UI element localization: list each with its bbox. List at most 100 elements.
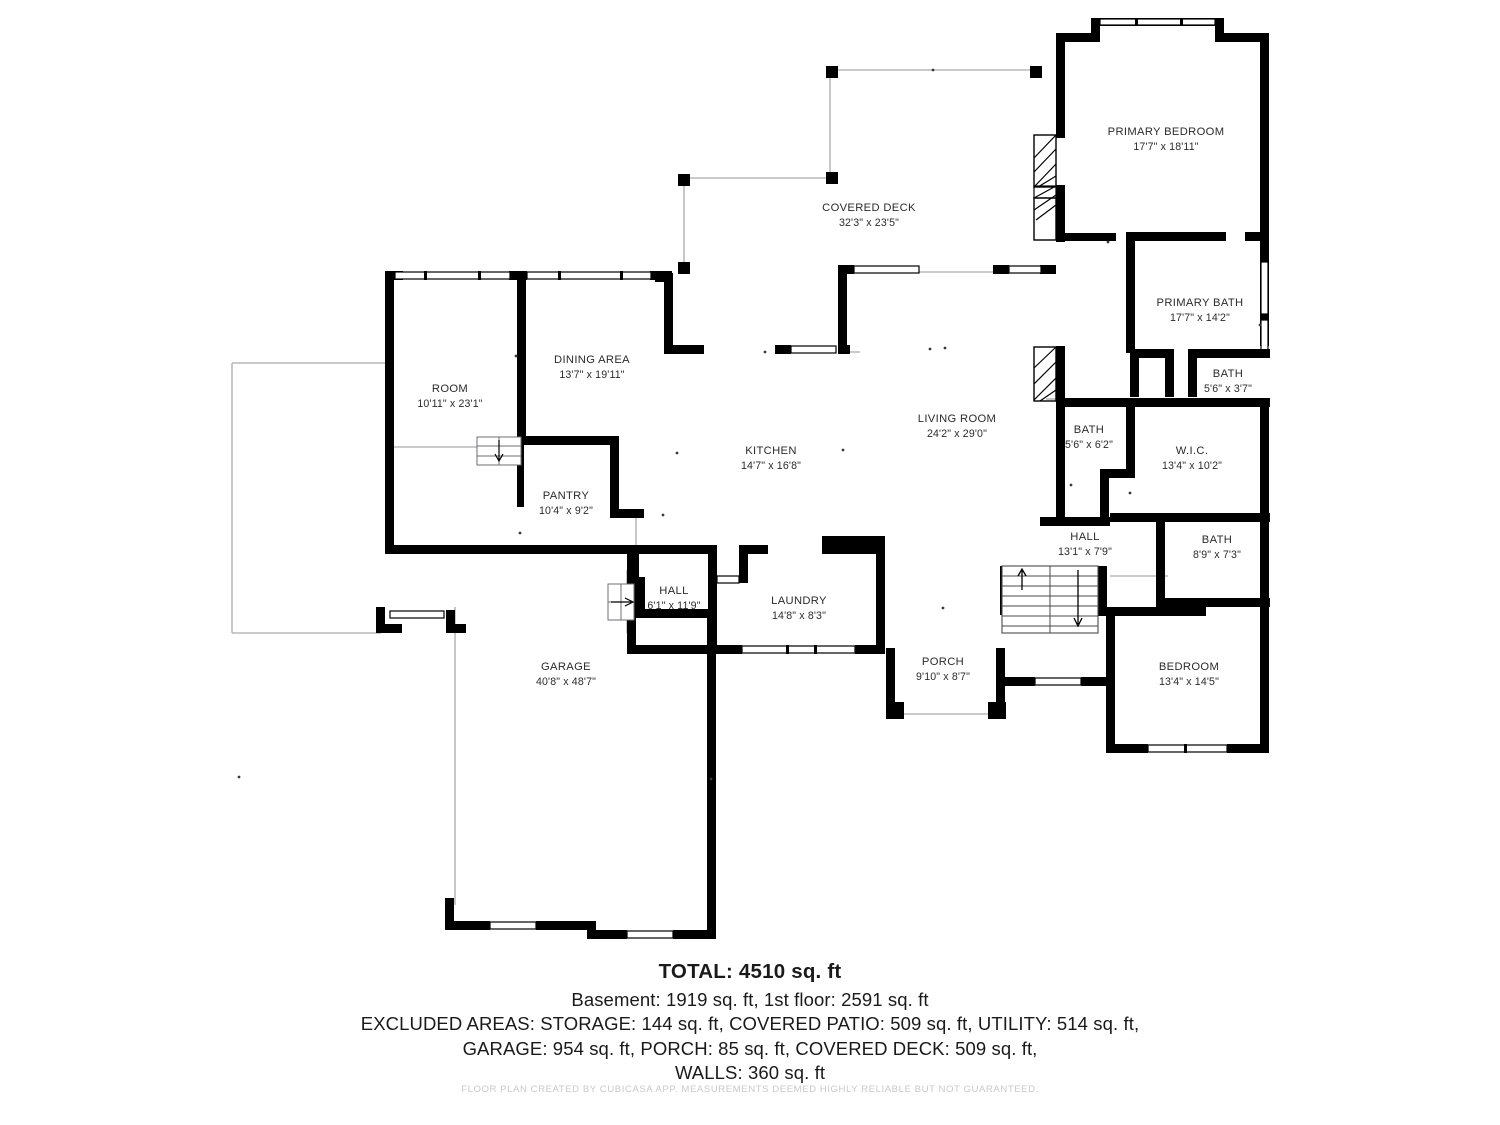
wall-kitchen-n-low (664, 345, 704, 354)
wall-stair-east (1098, 566, 1107, 608)
wall-primary-bed-top-right-stub (1215, 18, 1224, 40)
window-porch-east (1034, 677, 1082, 686)
wall-dining-n-right (650, 271, 672, 280)
wall-hall-e-stub2 (1195, 598, 1204, 614)
stairs-west (476, 436, 522, 466)
wall-dining-divider (517, 271, 526, 444)
window-dining-north (526, 271, 652, 280)
thin-outline-group (231, 69, 1168, 905)
excluded-areas-line-1: EXCLUDED AREAS: STORAGE: 144 sq. ft, COV… (360, 1013, 1140, 1035)
measure-dots (237, 68, 1262, 781)
wall-living-n-mid (993, 265, 1009, 274)
wall-porch-west (886, 648, 895, 706)
wall-hallbath-north (1056, 398, 1136, 407)
wall-smallbath-top (1188, 349, 1270, 358)
area-summary: TOTAL: 4510 sq. ft Basement: 1919 sq. ft… (0, 960, 1500, 1086)
wall-garage-sw (445, 898, 454, 930)
wall-garage-s-r2 (587, 930, 627, 939)
wall-primary-bed-west (1056, 33, 1065, 138)
deck-post-ne (1030, 66, 1042, 78)
excluded-areas-line-2: GARAGE: 954 sq. ft, PORCH: 85 sq. ft, CO… (462, 1037, 1038, 1059)
wall-laundry-n-right (748, 545, 768, 554)
deck-post-w (678, 174, 690, 186)
wall-hallbath-west (1056, 346, 1065, 476)
window-primary-bath-east-1 (1260, 261, 1269, 315)
window-garage-north (389, 610, 445, 619)
wall-kitchen-n-left (775, 345, 791, 354)
wall-bedroom-south-r (1227, 744, 1269, 753)
wall-wc-west (1130, 349, 1139, 397)
window-garage-south-1 (489, 921, 537, 930)
wall-pantry-s (385, 545, 635, 554)
floor-plan-svg (231, 18, 1270, 939)
wall-garage-east (707, 610, 716, 932)
wall-hallbath-stub-s (1100, 469, 1135, 478)
wall-bedroom-west (1106, 607, 1115, 752)
wall-room-west-lower (385, 356, 394, 554)
wall-bath3-east (1260, 522, 1269, 610)
wall-wc-east (1165, 349, 1174, 397)
window-garage-south-2 (626, 930, 674, 939)
wall-garage-n-l (376, 624, 402, 633)
wall-pantry-north (517, 436, 619, 445)
primary-bed-closet-hatch (1033, 134, 1057, 241)
window-laundry-south (741, 645, 856, 654)
wall-wic-east (1260, 407, 1269, 517)
disclaimer-text: FLOOR PLAN CREATED BY CUBICASA APP. MEAS… (461, 1084, 1039, 1095)
stairs-hallwest (607, 583, 635, 621)
wall-hallbath-corner (1100, 469, 1109, 517)
wall-garage-ne-post2 (446, 610, 455, 633)
deck-post-nw (826, 66, 838, 78)
wall-bedroom-north (1106, 607, 1206, 616)
wall-laundry-east (876, 536, 885, 648)
wall-laundry-n-left (680, 545, 716, 554)
wall-primary-bath-west (1126, 241, 1135, 353)
wall-primary-bath-top-right (1245, 232, 1269, 241)
window-bedroom-south (1147, 744, 1228, 753)
walls-area-line: WALLS: 360 sq. ft (674, 1062, 826, 1084)
wall-primary-bed-east (1260, 33, 1269, 238)
total-area-label: TOTAL: 4510 sq. ft (658, 960, 842, 983)
wall-laundry-s-right (855, 645, 885, 654)
wall-primary-bed-upper-left (1056, 33, 1100, 42)
wall-bath3-south (1202, 598, 1270, 607)
deck-post-mid (826, 172, 838, 184)
wall-primary-bed-upper-right (1215, 33, 1269, 42)
wall-hallw-divider2 (739, 545, 748, 583)
wall-hall-east-wall (1156, 522, 1165, 606)
window-primary-bedroom-top (1099, 18, 1216, 26)
wall-kitchen-nw (664, 273, 673, 353)
wall-hallw-north (627, 545, 687, 554)
wall-porch-ne (1005, 677, 1035, 686)
window-kitchen-north (790, 345, 837, 354)
window-hallw-interior (716, 575, 740, 584)
wall-garage-hall-n2 (636, 609, 711, 618)
wall-hall-west (1056, 476, 1065, 521)
wall-primary-bath-top (1126, 232, 1226, 241)
wall-porch-east (996, 648, 1005, 706)
wall-garage-s-r (536, 921, 596, 930)
wall-porch-se-post (988, 702, 1006, 719)
floor-plan-drawing (231, 18, 1270, 939)
wall-porch-ne2 (1081, 677, 1107, 686)
wall-laundry-n-right2 (822, 536, 884, 554)
wall-smallbath-west (1188, 349, 1197, 397)
wall-pantry-east (610, 436, 619, 518)
deck-post-sw (678, 262, 690, 274)
window-living-north-1 (853, 265, 920, 274)
wall-garage-nw-post (376, 607, 385, 633)
wall-hallbath-east (1126, 407, 1135, 469)
wall-bedroom-east (1260, 607, 1269, 752)
wall-hall-e-stub (1156, 598, 1202, 607)
stairs-east (1001, 565, 1099, 634)
stair-arrow-up (1017, 567, 1027, 590)
wall-room-west (385, 271, 394, 356)
wall-primary-bed-top-left-stub (1091, 18, 1100, 40)
window-living-north-2 (1008, 265, 1042, 274)
floor-breakdown-line: Basement: 1919 sq. ft, 1st floor: 2591 s… (571, 989, 929, 1010)
wall-bedroom-south-l (1106, 744, 1148, 753)
wall-living-n-right (1040, 265, 1056, 274)
wall-garage-s-l (445, 921, 490, 930)
wall-porch-sw-post (886, 702, 904, 719)
